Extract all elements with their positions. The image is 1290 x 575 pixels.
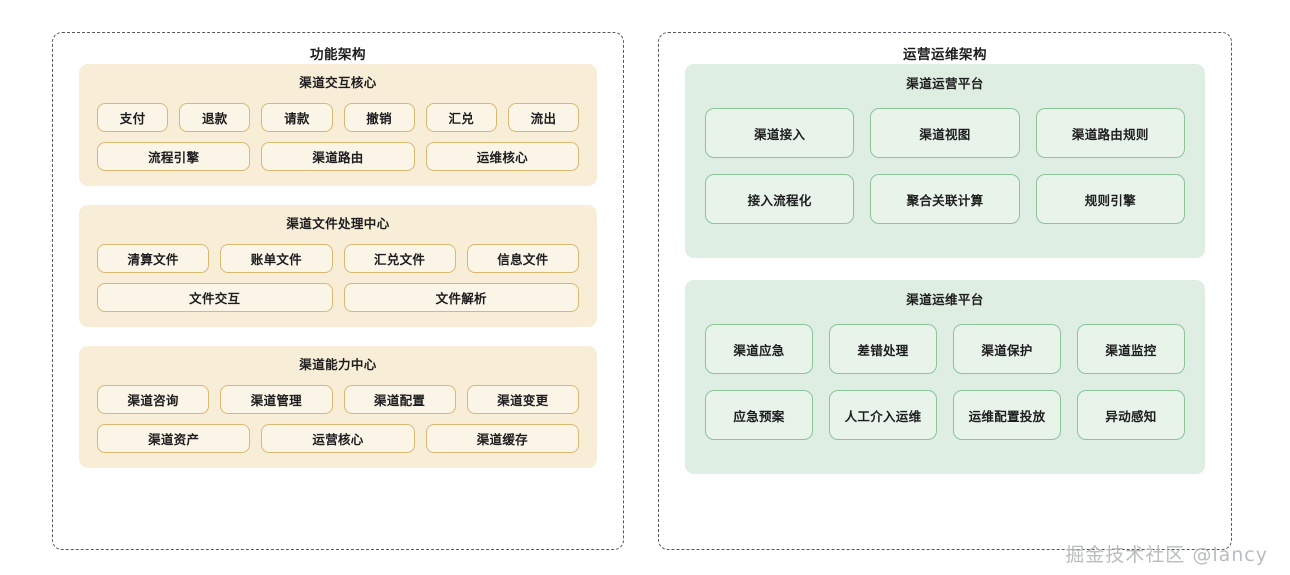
capability-chip[interactable]: 支付 [97, 103, 169, 132]
capability-chip[interactable]: 信息文件 [466, 244, 579, 273]
chip-row: 文件交互文件解析 [97, 283, 579, 312]
panel-operations-maintenance-architecture: 运营运维架构 渠道运营平台渠道接入渠道视图渠道路由规则接入流程化聚合关联计算规则… [658, 32, 1232, 550]
group-title-channel-interaction-core: 渠道交互核心 [299, 76, 377, 90]
capability-chip[interactable]: 清算文件 [97, 244, 210, 273]
chip-row: 渠道应急差错处理渠道保护渠道监控 [705, 324, 1185, 374]
capability-chip[interactable]: 汇兑文件 [343, 244, 456, 273]
chip-row: 渠道咨询渠道管理渠道配置渠道变更 [97, 385, 579, 414]
capability-chip[interactable]: 请款 [261, 103, 333, 132]
capability-chip[interactable]: 运营核心 [261, 424, 415, 453]
group-channel-capability-center: 渠道能力中心渠道咨询渠道管理渠道配置渠道变更渠道资产运营核心渠道缓存 [79, 346, 597, 468]
group-title-channel-capability-center: 渠道能力中心 [299, 358, 377, 372]
capability-chip[interactable]: 渠道路由规则 [1035, 108, 1185, 158]
capability-chip[interactable]: 流程引擎 [97, 142, 251, 171]
group-channel-operations-platform: 渠道运营平台渠道接入渠道视图渠道路由规则接入流程化聚合关联计算规则引擎 [685, 64, 1205, 258]
panel-function-architecture: 功能架构 渠道交互核心支付退款请款撤销汇兑流出流程引擎渠道路由运维核心渠道文件处… [52, 32, 624, 550]
capability-chip[interactable]: 差错处理 [829, 324, 937, 374]
capability-chip[interactable]: 运维配置投放 [953, 390, 1061, 440]
capability-chip[interactable]: 渠道缓存 [425, 424, 579, 453]
group-title-channel-operations-platform: 渠道运营平台 [906, 77, 984, 91]
group-channel-interaction-core: 渠道交互核心支付退款请款撤销汇兑流出流程引擎渠道路由运维核心 [79, 64, 597, 186]
chip-row: 渠道资产运营核心渠道缓存 [97, 424, 579, 453]
capability-chip[interactable]: 接入流程化 [705, 174, 855, 224]
group-title-channel-maintenance-platform: 渠道运维平台 [906, 293, 984, 307]
capability-chip[interactable]: 运维核心 [425, 142, 579, 171]
group-list-function-architecture: 渠道交互核心支付退款请款撤销汇兑流出流程引擎渠道路由运维核心渠道文件处理中心清算… [53, 64, 623, 468]
group-channel-maintenance-platform: 渠道运维平台渠道应急差错处理渠道保护渠道监控应急预案人工介入运维运维配置投放异动… [685, 280, 1205, 474]
capability-chip[interactable]: 渠道保护 [953, 324, 1061, 374]
capability-chip[interactable]: 文件交互 [97, 283, 333, 312]
group-title-channel-file-processing-center: 渠道文件处理中心 [286, 217, 390, 231]
chip-row: 流程引擎渠道路由运维核心 [97, 142, 579, 171]
capability-chip[interactable]: 退款 [179, 103, 251, 132]
chip-row: 清算文件账单文件汇兑文件信息文件 [97, 244, 579, 273]
capability-chip[interactable]: 应急预案 [705, 390, 813, 440]
capability-chip[interactable]: 渠道咨询 [97, 385, 210, 414]
chip-row: 接入流程化聚合关联计算规则引擎 [705, 174, 1185, 224]
chip-row: 应急预案人工介入运维运维配置投放异动感知 [705, 390, 1185, 440]
capability-chip[interactable]: 渠道路由 [261, 142, 415, 171]
capability-chip[interactable]: 渠道管理 [220, 385, 333, 414]
capability-chip[interactable]: 渠道接入 [705, 108, 855, 158]
panel-title-operations-maintenance-architecture: 运营运维架构 [903, 47, 987, 62]
group-channel-file-processing-center: 渠道文件处理中心清算文件账单文件汇兑文件信息文件文件交互文件解析 [79, 205, 597, 327]
capability-chip[interactable]: 流出 [507, 103, 580, 132]
capability-chip[interactable]: 渠道应急 [705, 324, 813, 374]
capability-chip[interactable]: 渠道变更 [466, 385, 579, 414]
panel-title-function-architecture: 功能架构 [310, 47, 366, 62]
capability-chip[interactable]: 撤销 [343, 103, 415, 132]
chip-row: 支付退款请款撤销汇兑流出 [97, 103, 580, 132]
capability-chip[interactable]: 汇兑 [425, 103, 497, 132]
capability-chip[interactable]: 账单文件 [220, 244, 333, 273]
group-list-operations-maintenance-architecture: 渠道运营平台渠道接入渠道视图渠道路由规则接入流程化聚合关联计算规则引擎渠道运维平… [659, 64, 1231, 474]
capability-chip[interactable]: 渠道视图 [870, 108, 1020, 158]
capability-chip[interactable]: 异动感知 [1077, 390, 1185, 440]
capability-chip[interactable]: 文件解析 [343, 283, 579, 312]
capability-chip[interactable]: 渠道资产 [97, 424, 251, 453]
capability-chip[interactable]: 人工介入运维 [829, 390, 937, 440]
capability-chip[interactable]: 渠道配置 [343, 385, 456, 414]
capability-chip[interactable]: 聚合关联计算 [870, 174, 1020, 224]
capability-chip[interactable]: 渠道监控 [1077, 324, 1185, 374]
capability-chip[interactable]: 规则引擎 [1035, 174, 1185, 224]
chip-row: 渠道接入渠道视图渠道路由规则 [705, 108, 1185, 158]
